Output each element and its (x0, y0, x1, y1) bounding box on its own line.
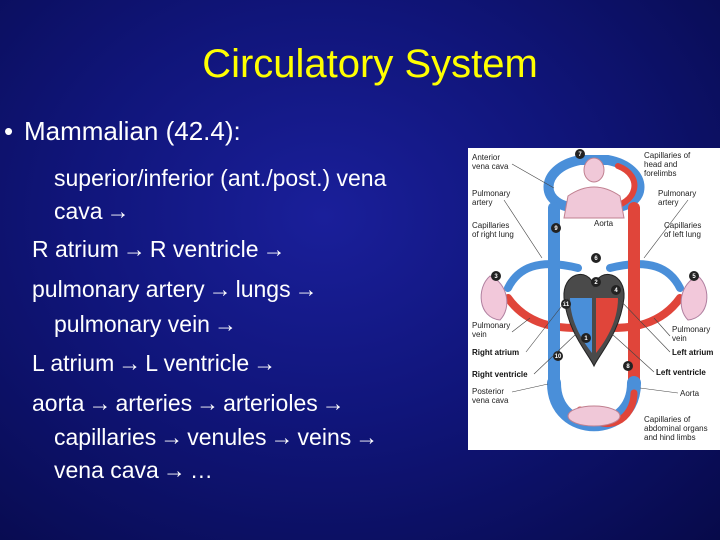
circulatory-diagram: 7 9 3 5 6 2 4 11 1 10 8 Anterior vena ca… (468, 148, 720, 450)
label-pulmonary-artery-right-1: Pulmonary (658, 189, 696, 198)
label-pulmonary-artery-right-2: artery (658, 198, 678, 207)
pathway-line-1: superior/inferior (ant./post.) vena (54, 165, 387, 191)
label-capillaries-abdominal-1: Capillaries of (644, 415, 691, 424)
pulmonary-artery-right (504, 260, 582, 292)
label-capillaries-right-lung-2: of right lung (472, 230, 514, 239)
label-capillaries-abdominal-3: and hind limbs (644, 433, 696, 442)
arrow-icon: → (355, 424, 379, 450)
label-pulmonary-artery-left-1: Pulmonary (472, 189, 510, 198)
label-right-atrium: Right atrium (472, 348, 519, 357)
pulmonary-artery-left (606, 260, 684, 292)
label-right-ventricle: Right ventricle (472, 370, 528, 379)
left-lung-icon (680, 275, 708, 321)
upper-body-figure (563, 157, 625, 219)
svg-text:6: 6 (594, 256, 598, 262)
label-aorta-bottom: Aorta (680, 389, 700, 398)
svg-text:4: 4 (614, 288, 618, 294)
arrow-icon: → (270, 424, 294, 450)
svg-text:9: 9 (554, 226, 558, 232)
label-aorta-top: Aorta (594, 219, 614, 228)
heart-icon (563, 274, 625, 368)
pulmonary-vein-left (608, 294, 684, 332)
pathway-line-2: cava→ (54, 195, 134, 228)
arrow-icon: → (208, 276, 232, 302)
label-anterior-vena-cava-2: vena cava (472, 162, 509, 171)
right-lung-icon (480, 275, 508, 321)
label-capillaries-left-lung-2: of left lung (664, 230, 701, 239)
arrow-icon: → (262, 236, 286, 262)
leader-lines (503, 163, 689, 394)
label-capillaries-right-lung-1: Capillaries (472, 221, 509, 230)
label-left-ventricle: Left ventricle (656, 368, 706, 377)
label-pulmonary-artery-left-2: artery (472, 198, 492, 207)
svg-text:10: 10 (555, 354, 562, 360)
label-pulmonary-vein-right-1: Pulmonary (672, 325, 710, 334)
arrow-icon: → (321, 390, 345, 416)
pathway-line-7: aorta→arteries→arterioles→ (32, 387, 349, 420)
pathway-line-5: pulmonary vein→ (54, 308, 241, 341)
arrow-icon: → (213, 311, 237, 337)
arrow-icon: → (88, 390, 112, 416)
label-pulmonary-vein-left-1: Pulmonary (472, 321, 510, 330)
svg-text:5: 5 (692, 274, 696, 280)
label-capillaries-head-2: head and (644, 160, 677, 169)
label-anterior-vena-cava-1: Anterior (472, 153, 500, 162)
svg-text:7: 7 (578, 152, 582, 158)
label-capillaries-abdominal-2: abdominal organs (644, 424, 708, 433)
pathway-line-9: vena cava→… (54, 454, 213, 487)
arrow-icon: → (162, 457, 186, 483)
label-capillaries-head-1: Capillaries of (644, 151, 691, 160)
abdominal-organs-icon (567, 405, 621, 427)
arrow-icon: → (122, 236, 146, 262)
bullet-heading: • Mammalian (42.4): (4, 114, 241, 148)
label-pulmonary-vein-right-2: vein (672, 334, 687, 343)
label-left-atrium: Left atrium (672, 348, 713, 357)
arrow-icon: → (160, 424, 184, 450)
slide-title: Circulatory System (202, 42, 538, 86)
svg-text:11: 11 (563, 302, 570, 308)
label-posterior-vena-cava-2: vena cava (472, 396, 509, 405)
label-capillaries-left-lung-1: Capillaries (664, 221, 701, 230)
step-markers: 7 9 3 5 6 2 4 11 1 10 8 (491, 149, 699, 371)
svg-text:8: 8 (626, 364, 630, 370)
pathway-line-3: R atrium→R ventricle→ (32, 233, 290, 266)
label-pulmonary-vein-left-2: vein (472, 330, 487, 339)
circulatory-diagram-svg: 7 9 3 5 6 2 4 11 1 10 8 Anterior vena ca… (472, 149, 713, 442)
pathway-line-4: pulmonary artery→lungs→ (32, 273, 322, 306)
bullet-icon: • (4, 116, 14, 146)
pulmonary-vein-right (504, 294, 580, 332)
diagram-labels: Anterior vena cava Capillaries of head a… (472, 151, 713, 442)
arrow-icon: → (106, 198, 130, 224)
heading-text: Mammalian (42.4): (24, 116, 241, 146)
svg-text:3: 3 (494, 274, 498, 280)
pathway-line-6: L atrium→L ventricle→ (32, 347, 280, 380)
svg-text:2: 2 (594, 280, 598, 286)
svg-text:1: 1 (584, 336, 588, 342)
label-posterior-vena-cava-1: Posterior (472, 387, 504, 396)
pathway-line-8: capillaries→venules→veins→ (54, 421, 382, 454)
arrow-icon: → (118, 350, 142, 376)
label-capillaries-head-3: forelimbs (644, 169, 676, 178)
arrow-icon: → (253, 350, 277, 376)
arrow-icon: → (196, 390, 220, 416)
arrow-icon: → (294, 276, 318, 302)
